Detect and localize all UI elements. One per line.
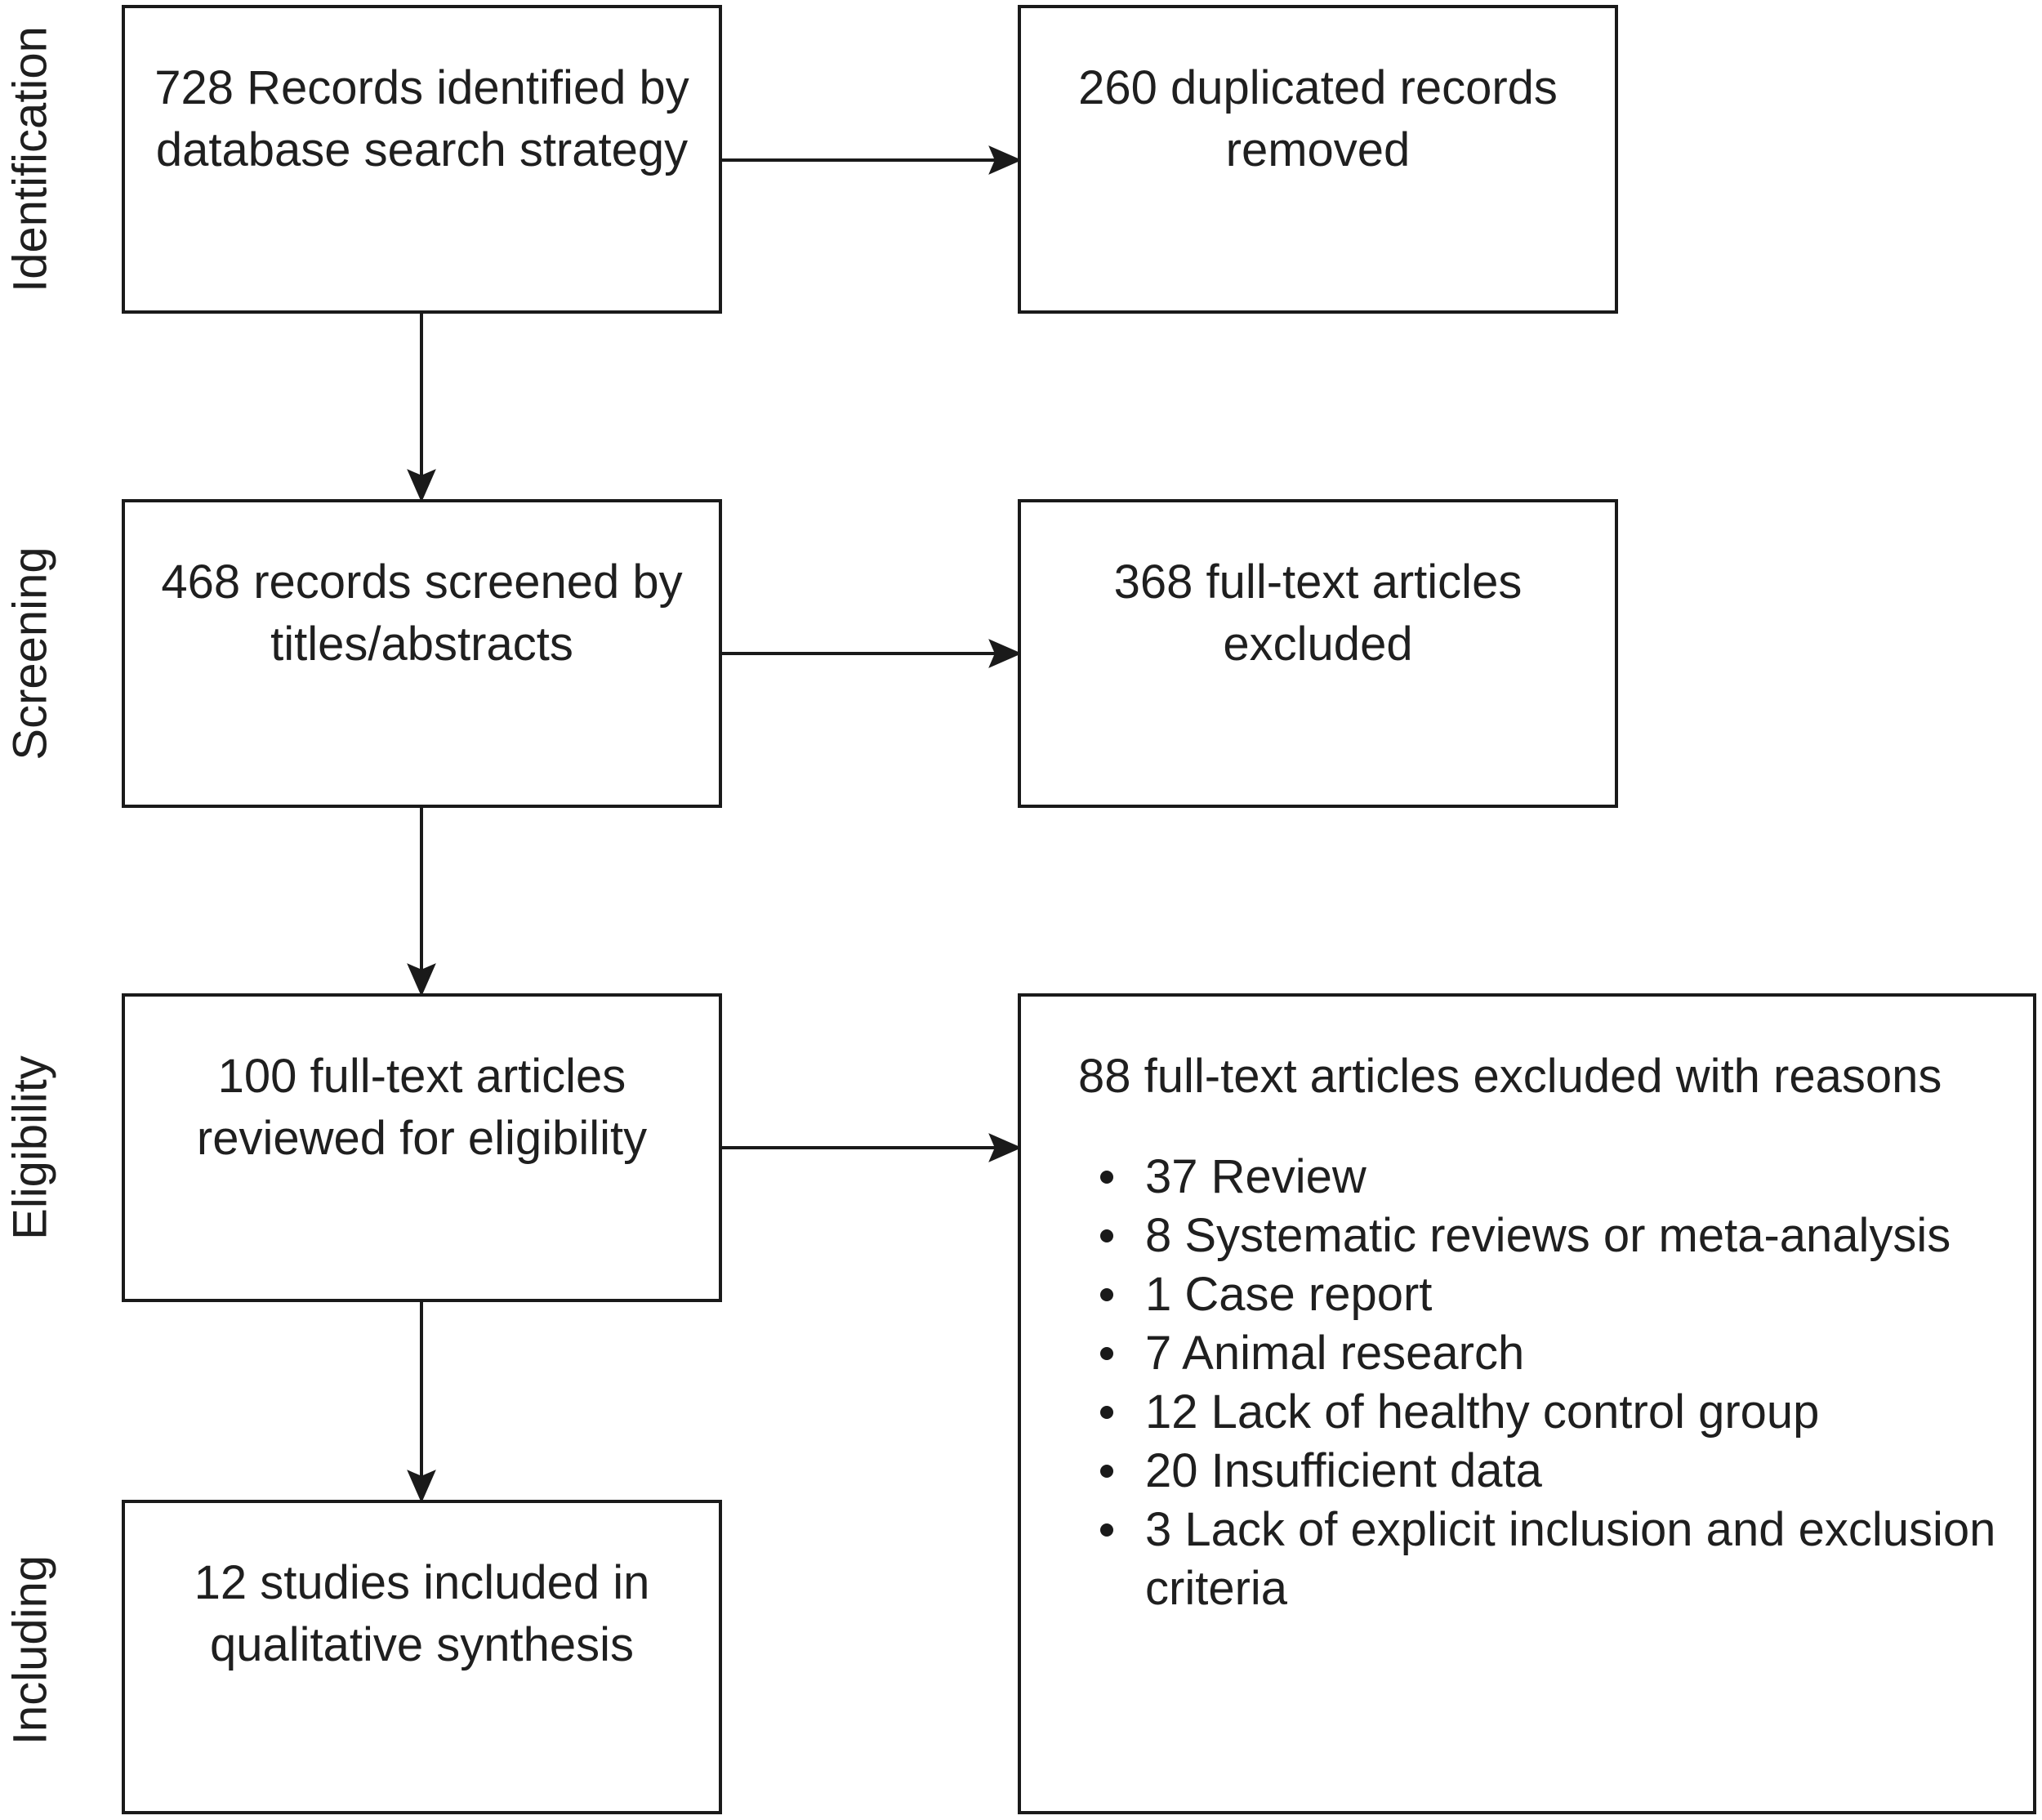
bullet-icon: [1100, 1406, 1113, 1419]
screened-records-box: 468 records screened by titles/abstracts: [122, 499, 722, 808]
bullet-icon: [1100, 1288, 1113, 1301]
bullet-icon: [1100, 1229, 1113, 1242]
included-studies-line1: 12 studies included in: [194, 1556, 650, 1609]
reason-item: 37 Review: [1021, 1148, 2035, 1207]
screened-records-line2: titles/abstracts: [270, 618, 573, 671]
identified-records-line2: database search strategy: [155, 123, 689, 176]
reason-item: 12 Lack of healthy control group: [1021, 1383, 2035, 1442]
exclusion-reasons-list: 37 Review 8 Systematic reviews or meta-a…: [1021, 1148, 2035, 1618]
bullet-icon: [1100, 1465, 1113, 1478]
reason-text: 12 Lack of healthy control group: [1145, 1385, 1820, 1439]
screen-excluded-box: 368 full-text articles excluded: [1018, 499, 1618, 808]
eligibility-review-line1: 100 full-text articles: [217, 1050, 626, 1103]
identified-records-box: 728 Records identified by database searc…: [122, 5, 722, 314]
duplicates-removed-box: 260 duplicated records removed: [1018, 5, 1618, 314]
included-studies-box: 12 studies included in qualitative synth…: [122, 1500, 722, 1814]
duplicates-removed-line2: removed: [1225, 123, 1411, 176]
reason-text: 37 Review: [1145, 1150, 1367, 1203]
identified-records-line1: 728 Records identified by: [154, 61, 689, 114]
eligibility-review-line2: reviewed for eligibility: [196, 1112, 648, 1165]
bullet-icon: [1100, 1347, 1113, 1360]
reason-item: 8 Systematic reviews or meta-analysis: [1021, 1207, 2035, 1265]
reason-item: 3 Lack of explicit inclusion and exclusi…: [1021, 1501, 2035, 1618]
reason-item: 7 Animal research: [1021, 1324, 2035, 1383]
reason-item: 1 Case report: [1021, 1265, 2035, 1324]
eligibility-review-box: 100 full-text articles reviewed for elig…: [122, 993, 722, 1302]
duplicates-removed-line1: 260 duplicated records: [1078, 61, 1558, 114]
exclusion-reasons-box: 88 full-text articles excluded with reas…: [1018, 993, 2036, 1814]
exclusion-reasons-title: 88 full-text articles excluded with reas…: [1078, 1050, 1942, 1103]
reason-text: 20 Insufficient data: [1145, 1444, 1542, 1497]
reason-text: 8 Systematic reviews or meta-analysis: [1145, 1209, 1951, 1262]
reason-text: 7 Animal research: [1145, 1327, 1525, 1380]
reason-text: 3 Lack of explicit inclusion and exclusi…: [1145, 1503, 1996, 1615]
bullet-icon: [1100, 1171, 1113, 1184]
screen-excluded-line2: excluded: [1223, 618, 1413, 671]
reason-text: 1 Case report: [1145, 1268, 1433, 1321]
screen-excluded-line1: 368 full-text articles: [1113, 555, 1523, 609]
reason-item: 20 Insufficient data: [1021, 1442, 2035, 1501]
screened-records-line1: 468 records screened by: [161, 555, 683, 609]
included-studies-line2: qualitative synthesis: [209, 1618, 635, 1671]
bullet-icon: [1100, 1523, 1113, 1537]
